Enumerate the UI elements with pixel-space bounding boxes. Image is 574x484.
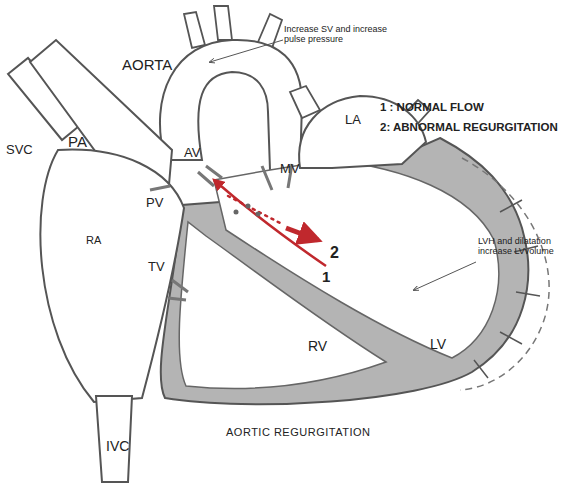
aortic-branch (184, 12, 205, 48)
pulmonary-vein (290, 86, 320, 118)
callout-number: 2 (330, 244, 339, 262)
annotation-note: LVH and dilatation increase LVvolume (478, 236, 570, 257)
tricuspid-valve (168, 280, 188, 300)
vessel-label: IVC (106, 438, 129, 454)
left-ventricle-cavity (214, 160, 499, 358)
callout-number: 1 (322, 268, 330, 285)
chamber-label: LV (430, 336, 446, 352)
aortic-branch (214, 6, 232, 40)
valve-label: PV (146, 196, 163, 211)
regurgitation-dots (228, 196, 282, 224)
dilatation-arrows (474, 200, 540, 378)
dilatation-outline (460, 158, 549, 390)
pulmonary-valve (150, 186, 170, 190)
valve-label: TV (148, 260, 165, 275)
leader-line (414, 262, 476, 290)
leader-line (210, 40, 283, 62)
annotation-note: Increase SV and increase pulse pressure (284, 24, 402, 45)
valve-label: AV (184, 146, 200, 161)
flow-dot (256, 212, 261, 217)
chamber-label: RV (308, 338, 327, 354)
chamber-label: RA (86, 234, 101, 247)
flow-dot (234, 210, 239, 215)
right-atrium (40, 150, 184, 402)
vessel-label: SVC (6, 143, 33, 158)
ventricular-wall (161, 138, 529, 404)
vessel-label: PA (68, 133, 87, 150)
normal-flow-arrow (214, 180, 326, 266)
flow-key: 1 : NORMAL FLOW (380, 101, 484, 114)
flow-key: 2: ABNORMAL REGURGITATION (380, 121, 558, 134)
regurgitation-arrow (286, 228, 318, 240)
aorta (160, 40, 302, 170)
flow-dot (246, 204, 251, 209)
chamber-label: LA (345, 113, 361, 128)
caption: AORTIC REGURGITATION (226, 426, 370, 439)
inferior-vena-cava (96, 396, 132, 482)
vessel-label: AORTA (122, 56, 172, 73)
valve-label: MV (280, 162, 300, 177)
